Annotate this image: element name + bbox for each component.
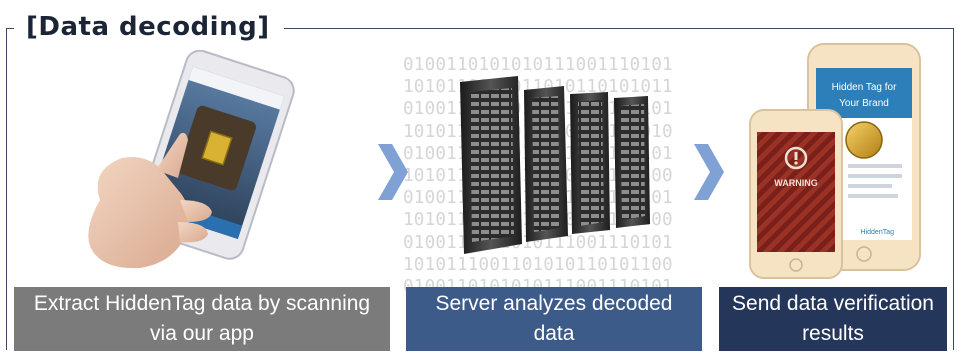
step-caption-extract: Extract HiddenTag data by scanning via o… <box>14 287 390 351</box>
step-caption-analyze: Server analyzes decoded data <box>406 287 702 351</box>
tag-title-bottom: Your Brand <box>839 98 889 109</box>
chevron-right-icon <box>378 144 408 200</box>
binary-row: 0100110101010111001110101 <box>403 55 673 75</box>
step-caption-text: Extract HiddenTag data by scanning via o… <box>33 292 371 345</box>
scanning-phone-illustration <box>88 50 295 269</box>
server-unit <box>570 92 610 234</box>
step-caption-verify: Send data verification results <box>719 287 947 351</box>
verification-phones-illustration: Hidden Tag for Your Brand HiddenTag WARN… <box>749 43 921 279</box>
server-rack-illustration <box>460 76 650 254</box>
server-unit <box>614 96 650 228</box>
server-unit <box>460 76 522 254</box>
tag-title-top: Hidden Tag for <box>832 82 898 93</box>
app-name: HiddenTag <box>861 229 895 236</box>
chevron-right-icon <box>694 144 724 200</box>
step-caption-text: Send data verification results <box>732 292 934 345</box>
section-title: [Data decoding] <box>14 12 284 42</box>
warning-label: WARNING <box>774 178 818 188</box>
binary-row: 1010111001101010110101100 <box>403 254 673 275</box>
section-frame <box>6 28 954 350</box>
warning-phone: WARNING <box>749 109 843 279</box>
step-caption-text: Server analyzes decoded data <box>435 292 673 345</box>
server-unit <box>524 86 568 242</box>
